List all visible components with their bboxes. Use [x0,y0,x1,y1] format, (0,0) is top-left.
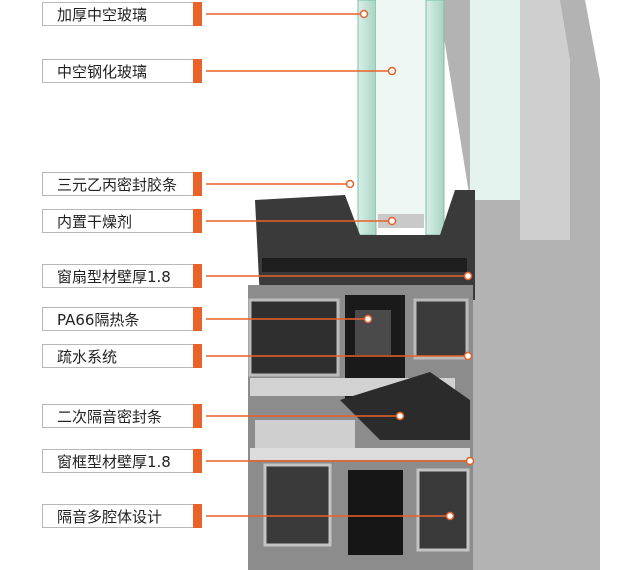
secondary-seal-body [340,372,470,440]
sash-profile [255,190,475,300]
cavity-2 [413,298,469,360]
cavity-1 [248,298,340,377]
glass-second-pane [470,0,520,200]
callout-label: 加厚中空玻璃 [57,5,148,24]
callout-drainage: 疏水系统 [42,344,202,368]
callout-tab [193,504,202,528]
callout-epdm-seal: 三元乙丙密封胶条 [42,172,202,196]
pa66-core [355,310,391,355]
frame-inner-face [520,0,570,240]
frame-cavity-2 [416,468,470,552]
callout-tempered-glass: 中空钢化玻璃 [42,59,202,83]
callout-desiccant: 内置干燥剂 [42,209,202,233]
callout-tab [193,449,202,473]
leader-lines [206,13,470,517]
desiccant-spacer [378,214,424,228]
callout-label: 中空钢化玻璃 [57,62,148,81]
callout-label: 二次隔音密封条 [57,407,163,426]
callout-multi-cavity: 隔音多腔体设计 [42,504,202,528]
callout-label: 隔音多腔体设计 [57,507,163,526]
callout-tab [193,344,202,368]
callout-pa66: PA66隔热条 [42,307,202,331]
callout-tab [193,264,202,288]
callout-tab [193,59,202,83]
callout-label: PA66隔热条 [57,310,140,329]
callout-label: 疏水系统 [57,347,118,366]
glass-pane-inner [425,0,445,236]
frame-cavity-1 [263,463,332,547]
callout-tab [193,2,202,26]
callout-label: 窗扇型材壁厚1.8 [57,267,171,286]
callout-tab [193,209,202,233]
callout-label: 内置干燥剂 [57,212,133,231]
callout-secondary-seal: 二次隔音密封条 [42,404,202,428]
glass-pane-outer [357,0,377,236]
callout-tab [193,307,202,331]
callout-tab [193,404,202,428]
callout-label: 三元乙丙密封胶条 [57,175,178,194]
sealing-strip [262,258,467,272]
callout-insulated-glass: 加厚中空玻璃 [42,2,202,26]
callout-tab [193,172,202,196]
callout-label: 窗框型材壁厚1.8 [57,452,171,471]
callout-sash-wall: 窗扇型材壁厚1.8 [42,264,202,288]
frame-insulation [348,470,403,555]
glass-gap [376,0,426,220]
frame-wall [250,448,470,460]
callout-frame-wall: 窗框型材壁厚1.8 [42,449,202,473]
leader-dots [345,9,475,521]
secondary-seal-track [255,420,355,448]
